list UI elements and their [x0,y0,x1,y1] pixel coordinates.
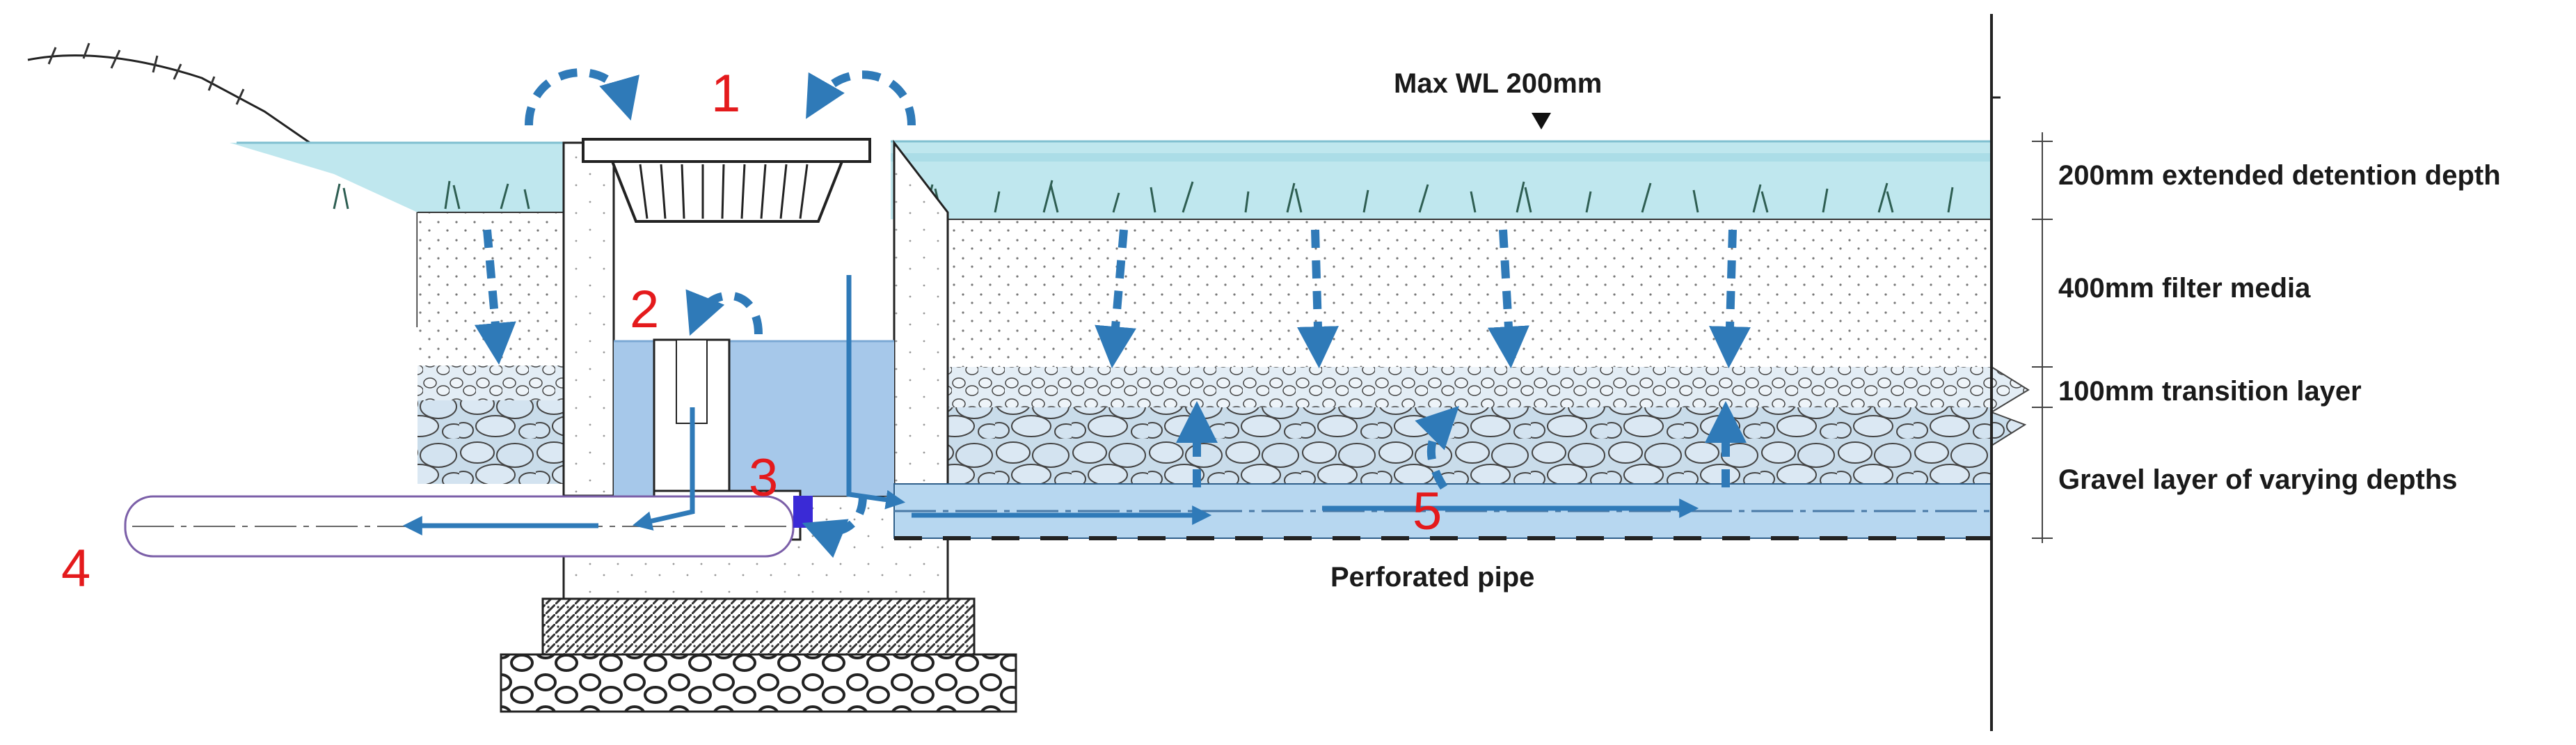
flow-arrow-inlet-left [525,68,639,126]
flow-arrows [474,68,1751,558]
gravel-layer [418,400,2027,484]
flow-lines-solid [402,275,1699,535]
flow-arrow-infiltration-3 [1296,229,1339,368]
callout-4: 4 [61,539,90,598]
embankment-slope [27,42,419,327]
layer-label-detention: 200mm extended detention depth [2058,160,2501,191]
max-water-level-marker [1532,113,1551,130]
flow-line-riser-down [633,407,695,531]
callout-3: 3 [749,448,778,508]
layer-label-transition: 100mm transition layer [2058,376,2362,407]
flow-arrow-up-2 [1415,406,1459,490]
dimension-line [2032,132,2053,543]
layer-labels: 200mm extended detention depth 400mm fil… [2058,160,2501,495]
flow-line-pit-in [846,275,906,510]
flow-arrow-infiltration-5 [1709,229,1751,368]
perforated-underdrain-pipe [893,483,1992,540]
flow-arrow-pit-bottom [802,495,867,558]
boundary-wall [1990,14,2001,731]
pit-footing [500,597,1017,713]
ponding-water [230,140,1991,219]
flow-arrow-infiltration-4 [1487,229,1529,368]
layer-label-filter: 400mm filter media [2058,273,2311,304]
flow-arrow-infiltration-1 [474,229,516,365]
callout-numbers: 1 2 3 4 5 [61,64,1442,598]
outlet-plug [793,496,813,528]
callout-1: 1 [711,64,740,123]
perforated-pipe-label: Perforated pipe [1330,562,1534,593]
flow-arrow-inlet-right [806,70,916,126]
layer-label-gravel: Gravel layer of varying depths [2058,464,2458,495]
callout-5: 5 [1413,482,1442,541]
transition-layer [418,366,2030,413]
pit-grate [582,138,871,223]
callout-2: 2 [630,280,659,339]
max-wl-label: Max WL 200mm [1394,68,1602,99]
flow-arrow-overflow [685,289,763,336]
flow-arrow-infiltration-2 [1095,229,1136,368]
